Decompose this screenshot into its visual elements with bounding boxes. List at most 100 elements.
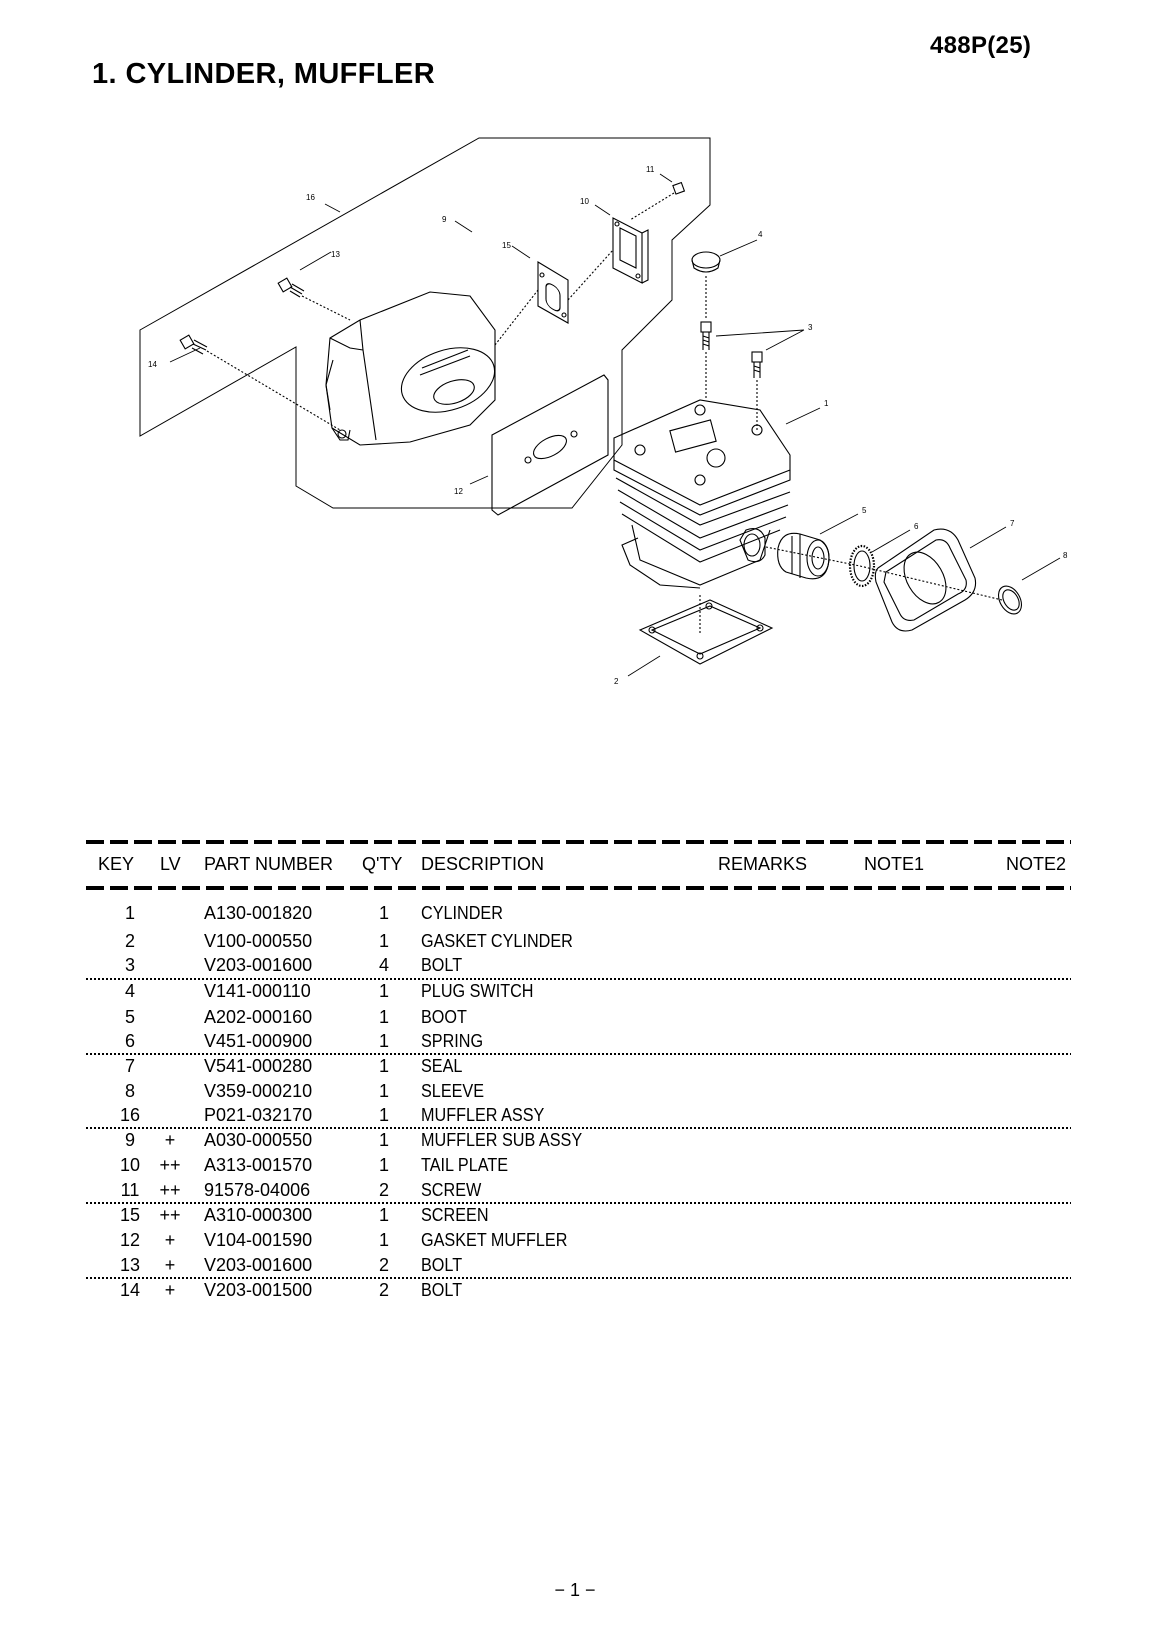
callout-16: 16 — [306, 193, 315, 202]
part-number-cell: V100-000550 — [204, 931, 313, 951]
qty-cell: 1 — [378, 931, 389, 951]
part-number-cell: V451-000900 — [204, 1031, 313, 1051]
callout-14: 14 — [148, 360, 157, 369]
part-number-cell: A030-000550 — [204, 1130, 313, 1150]
description-cell: BOOT — [421, 1007, 467, 1027]
description-cell: MUFFLER SUB ASSY — [421, 1130, 583, 1150]
qty-cell: 2 — [378, 1280, 389, 1300]
group-separator — [86, 1277, 1071, 1279]
description-cell: PLUG SWITCH — [421, 981, 534, 1001]
qty-cell: 1 — [378, 903, 389, 923]
description-cell: BOLT — [421, 955, 463, 975]
plug-switch-4-icon — [691, 251, 721, 320]
key-cell: 14 — [119, 1280, 141, 1300]
callout-15: 15 — [502, 241, 511, 250]
callout-4: 4 — [758, 230, 763, 239]
part-number-cell: A310-000300 — [204, 1205, 313, 1225]
part-number-cell: V203-001500 — [204, 1280, 313, 1300]
part-number-cell: V104-001590 — [204, 1230, 313, 1250]
table-header-rule — [86, 886, 1071, 890]
table-row: 4 V141-000110 1 PLUG SWITCH — [0, 981, 1150, 1005]
key-cell: 13 — [119, 1255, 141, 1275]
callout-1: 1 — [824, 399, 829, 408]
table-top-rule — [86, 840, 1071, 844]
callout-3: 3 — [808, 323, 813, 332]
callout-13: 13 — [331, 250, 340, 259]
callout-9: 9 — [442, 215, 447, 224]
seal-7-icon — [874, 528, 977, 632]
screen-15-icon — [537, 261, 569, 324]
description-cell: GASKET CYLINDER — [421, 931, 573, 951]
qty-cell: 2 — [378, 1180, 389, 1200]
qty-cell: 1 — [378, 981, 389, 1001]
group-separator — [86, 1127, 1071, 1129]
description-cell: SLEEVE — [421, 1081, 485, 1101]
tail-plate-10-icon — [612, 217, 649, 284]
muffler-body — [325, 291, 496, 446]
col-remarks-header: REMARKS — [718, 854, 808, 874]
table-row: 14 + V203-001500 2 BOLT — [0, 1280, 1150, 1304]
qty-cell: 1 — [378, 1230, 389, 1250]
description-cell: GASKET MUFFLER — [421, 1230, 568, 1250]
key-cell: 15 — [119, 1205, 141, 1225]
part-number-cell: V541-000280 — [204, 1056, 313, 1076]
bolt-14-icon — [179, 334, 341, 431]
gasket-cylinder-2-icon — [638, 599, 774, 665]
key-cell: 8 — [124, 1081, 135, 1101]
table-row: 2 V100-000550 1 GASKET CYLINDER — [0, 931, 1150, 955]
key-cell: 2 — [124, 931, 135, 951]
key-cell: 12 — [119, 1230, 141, 1250]
sleeve-8-icon — [997, 585, 1023, 615]
key-cell: 3 — [124, 955, 135, 975]
description-cell: BOLT — [421, 1255, 463, 1275]
model-code: 488P(25) — [930, 32, 1032, 59]
qty-cell: 1 — [378, 1105, 389, 1125]
qty-cell: 1 — [378, 1081, 389, 1101]
qty-cell: 1 — [378, 1031, 389, 1051]
key-cell: 4 — [124, 981, 135, 1001]
lv-cell: ++ — [159, 1180, 181, 1200]
bolt-3a-icon — [700, 321, 712, 400]
lv-cell: + — [164, 1230, 176, 1250]
screw-11-icon — [629, 181, 686, 221]
lv-cell: + — [164, 1280, 176, 1300]
col-description-header: DESCRIPTION — [421, 854, 545, 874]
group-separator — [86, 1202, 1071, 1204]
bolt-3b-icon — [751, 351, 763, 430]
table-header: KEY LV PART NUMBER Q'TY DESCRIPTION REMA… — [0, 854, 1150, 878]
group-separator — [86, 1053, 1071, 1055]
description-cell: MUFFLER ASSY — [421, 1105, 545, 1125]
page-number: − 1 − — [554, 1580, 596, 1600]
part-number-cell: V203-001600 — [204, 1255, 313, 1275]
col-part-number-header: PART NUMBER — [204, 854, 334, 874]
bolt-13-icon — [277, 277, 351, 321]
page-title: 1. CYLINDER, MUFFLER — [92, 58, 436, 90]
key-cell: 9 — [124, 1130, 135, 1150]
lv-cell: ++ — [159, 1205, 181, 1225]
description-cell: SPRING — [421, 1031, 484, 1051]
table-row: 12 + V104-001590 1 GASKET MUFFLER — [0, 1230, 1150, 1254]
part-number-cell: V141-000110 — [204, 981, 311, 1001]
part-number-cell: A313-001570 — [204, 1155, 313, 1175]
lv-cell: + — [164, 1130, 176, 1150]
qty-cell: 1 — [378, 1155, 389, 1175]
description-cell: CYLINDER — [421, 903, 503, 923]
description-cell: BOLT — [421, 1280, 463, 1300]
key-cell: 7 — [124, 1056, 135, 1076]
col-key-header: KEY — [98, 854, 135, 874]
callout-2: 2 — [614, 677, 619, 686]
key-cell: 6 — [124, 1031, 135, 1051]
gasket-muffler-12-icon — [491, 374, 609, 516]
col-lv-header: LV — [160, 854, 181, 874]
part-number-cell: V203-001600 — [204, 955, 313, 975]
part-number-cell: A130-001820 — [204, 903, 313, 923]
